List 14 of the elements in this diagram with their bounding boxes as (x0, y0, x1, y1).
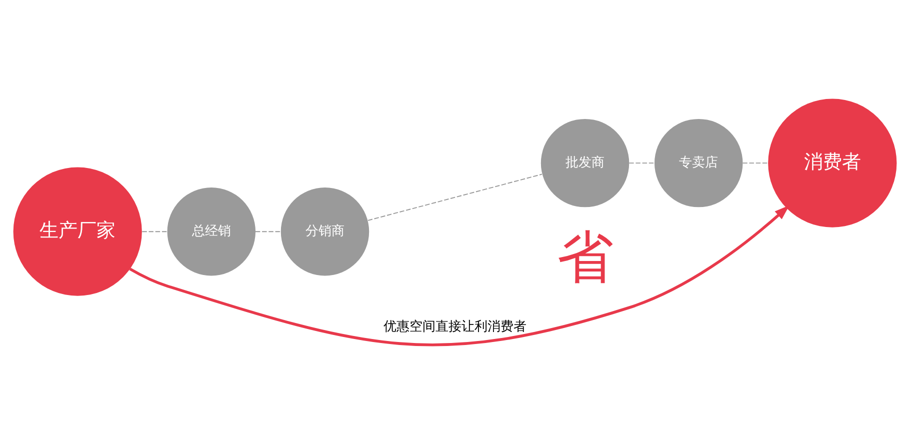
edge-label: 优惠空间直接让利消费者 (384, 319, 526, 334)
node-circle: 总经销 (167, 187, 256, 276)
connector (742, 162, 769, 164)
node-circle: 批发商 (540, 118, 630, 208)
node-circle: 生产厂家 (13, 167, 142, 296)
label: 省 (557, 228, 614, 290)
connector (255, 231, 282, 232)
connector (628, 162, 655, 164)
node-circle: 消费者 (768, 98, 897, 228)
connector (368, 174, 543, 221)
arrow (129, 205, 790, 346)
connector (142, 231, 168, 232)
node-circle: 分销商 (280, 187, 370, 276)
node-circle: 专卖店 (654, 118, 743, 208)
